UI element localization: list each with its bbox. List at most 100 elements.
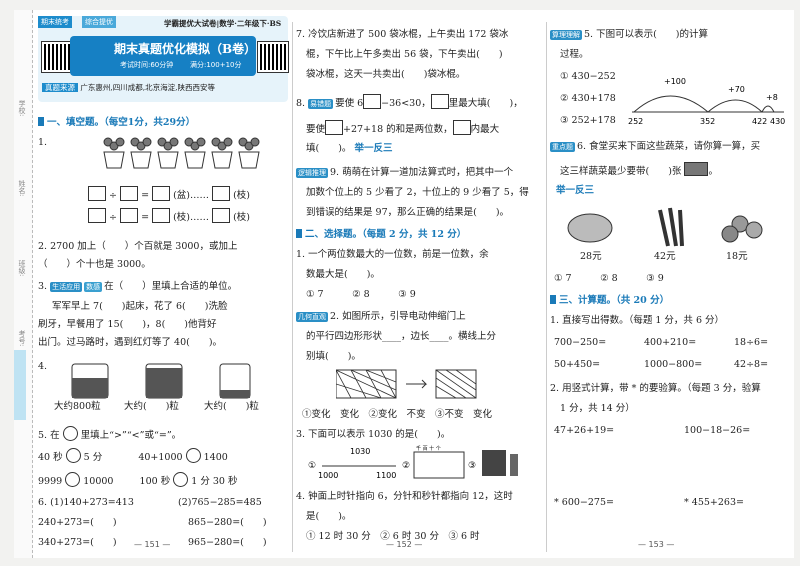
q8-line-a: 8. 易错题要使 6−36<30，里最大填( )，	[296, 94, 523, 111]
jump-label-1: +100	[664, 77, 686, 86]
answer-box[interactable]	[452, 120, 471, 135]
k2-r1c2: 100−18−26=	[684, 425, 751, 436]
answer-box[interactable]	[430, 94, 449, 109]
q3-line-a: 3. 生活应用数感在（ ）里填上合适的单位。	[38, 281, 238, 293]
compare-circle[interactable]	[65, 448, 81, 463]
q1-label: 1.	[38, 137, 48, 148]
answer-box[interactable]	[363, 94, 382, 109]
c1-line-a: 1. 一个两位数最大的一位数，前是一位数，余	[296, 249, 489, 260]
page-number-2: — 152 —	[386, 540, 423, 549]
qr-code-left[interactable]	[41, 41, 73, 73]
c5-tag: 算理理解	[550, 30, 582, 41]
q4-label-2: 大约( )粒	[124, 401, 179, 412]
exam-sheet: 学校: 姓名: 班级: 考号: 期末统考 综合提优 学霸提优大试卷|数学·二年级…	[14, 10, 794, 558]
flower-pot-icon	[157, 137, 179, 169]
c6-tag: 重点题	[550, 142, 575, 153]
c1-options[interactable]: ① 7 ② 8 ③ 9	[306, 289, 416, 300]
answer-box[interactable]	[120, 186, 139, 201]
jyfs-link-2[interactable]: 举一反三	[556, 185, 595, 196]
q5-title: 5. 在 里填上“>”“<”或“=”。	[38, 426, 181, 443]
c4-options[interactable]: ① 12 时 30 分 ② 6 时 30 分 ③ 6 时	[306, 531, 480, 542]
q7-line-a: 7. 冷饮店新进了 500 袋冰棍，上午卖出 172 袋冰	[296, 29, 509, 40]
section-choice: 二、选择题。（每题 2 分，共 12 分）	[296, 228, 466, 242]
q8-text-a: 要使 6	[335, 98, 364, 109]
page-number-1: — 151 —	[134, 540, 171, 549]
q6-row-3-right: 965−280=( )	[188, 537, 267, 548]
q6-left: 6. (1)140+273=413	[38, 497, 134, 508]
q8-text-g: 填( )。	[306, 143, 352, 154]
jump-label-2: +70	[728, 85, 745, 94]
rice-beakers	[71, 363, 251, 399]
answer-box[interactable]	[88, 208, 106, 223]
gate-lattice-2	[435, 369, 477, 399]
jyfs-link[interactable]: 举一反三	[354, 143, 393, 154]
k1-r2c1: 50+450=	[554, 359, 601, 370]
q6-row-2: 240+273=( )	[38, 517, 117, 528]
answer-box[interactable]	[212, 208, 231, 223]
answer-box[interactable]	[152, 208, 171, 223]
q8-line-b: 要使+27+18 的和是两位数，内最大	[306, 120, 499, 137]
compare-circle[interactable]	[65, 472, 81, 487]
q4-label: 4.	[38, 361, 48, 372]
c6-options[interactable]: ① 7 ② 8 ③ 9	[554, 273, 664, 284]
banknote-icon	[684, 162, 709, 176]
flower-pot-icon	[238, 137, 260, 169]
compare-circle[interactable]	[185, 448, 201, 463]
numline-label-left: 1000	[318, 471, 338, 480]
c5-line-b: 过程。	[560, 49, 589, 60]
c2-tag: 几何直观	[296, 312, 328, 323]
q8-tag: 易错题	[308, 99, 334, 110]
c2-options[interactable]: ①变化 变化 ②变化 不变 ③不变 变化	[302, 409, 493, 420]
answer-box[interactable]	[88, 186, 106, 201]
c5-option-1[interactable]: ① 430−252	[560, 71, 616, 82]
q6-row-1: 6. (1)140+273=413	[38, 496, 134, 510]
section-2-title: 二、选择题。（每题 2 分，共 12 分）	[305, 229, 467, 240]
k1-r1c3: 18÷6=	[734, 337, 769, 348]
qr-code-right[interactable]	[257, 41, 289, 73]
answer-box[interactable]	[152, 186, 171, 201]
answer-box[interactable]	[212, 186, 231, 201]
q5-right: 5 分	[83, 452, 103, 463]
q9-text-a: 9. 萌萌在计算一道加法算式时，把其中一个	[330, 167, 514, 178]
veg-price-2: 42元	[654, 251, 676, 262]
section-fill-blank: 一、填空题。（每空1分，共29分）	[38, 116, 195, 130]
k1-r1c2: 400+210=	[644, 337, 697, 348]
c5-option-3[interactable]: ③ 252+178	[560, 115, 616, 126]
arrow-right-icon	[406, 379, 428, 389]
c2-line-b: 的平行四边形形状____，边长____。横线上分	[306, 331, 497, 342]
source-text: 广东惠州,四川成都,北京海淀,陕西西安等	[80, 83, 216, 92]
vegetable-3c-icon	[721, 225, 739, 243]
c5-option-2[interactable]: ② 430+178	[560, 93, 616, 104]
section-marker	[38, 117, 44, 126]
exam-header: 期末统考 综合提优 学霸提优大试卷|数学·二年级下·BS 期末真题优化模拟（B卷…	[38, 16, 289, 102]
header-tag-2: 综合提优	[82, 16, 116, 28]
q1-op: ÷	[109, 190, 117, 201]
q1-op: =	[141, 190, 150, 201]
veg-price-1: 28元	[580, 251, 602, 262]
jump-3	[761, 105, 775, 113]
q5-left: 100 秒	[139, 476, 171, 487]
c2-line-c: 别填( )。	[306, 351, 361, 362]
beaker-2-fill	[146, 368, 182, 398]
vegetable-1-icon	[567, 213, 613, 243]
section-3-title: 三、计算题。（共 20 分）	[559, 295, 670, 306]
q8-line-c: 填( )。 举一反三	[306, 142, 392, 156]
q3-text-a: 在（ ）里填上合适的单位。	[104, 281, 238, 292]
c5-text-a: 5. 下图可以表示( )的计算	[584, 29, 708, 40]
binding-tab	[14, 350, 26, 420]
k2-r1c1: 47+26+19=	[554, 425, 615, 436]
compare-circle[interactable]	[173, 472, 189, 487]
q5-row-1: 40 秒 5 分 40+1000 1400	[38, 448, 228, 465]
q6-row-1-right: (2)765−285=485	[178, 497, 262, 508]
answer-box[interactable]	[120, 208, 139, 223]
source-line: 真题来源 广东惠州,四川成都,北京海淀,陕西西安等	[42, 82, 215, 93]
q5-right: 1 分 30 秒	[191, 476, 238, 487]
section-marker	[296, 229, 302, 238]
option-2-mark: ②	[402, 461, 410, 471]
option-1-mark: ①	[308, 461, 316, 471]
q4-label-3: 大约( )粒	[204, 401, 259, 412]
answer-box[interactable]	[325, 120, 344, 135]
